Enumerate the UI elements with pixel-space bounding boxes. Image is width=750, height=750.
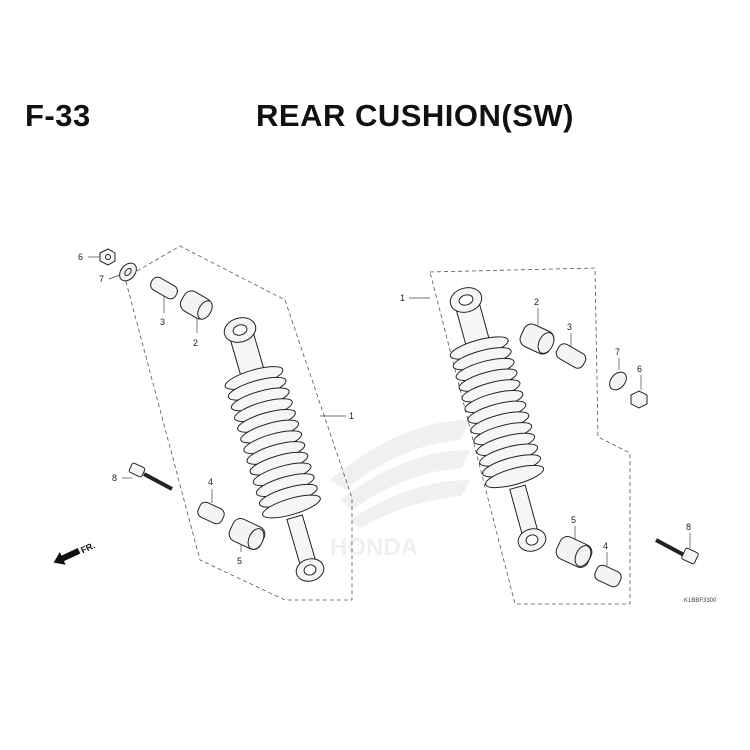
right-small-parts [519,323,699,588]
diagram-title: REAR CUSHION(SW) [256,98,574,133]
callout-right-2: 2 [534,297,539,307]
callout-left-7: 7 [99,274,104,284]
callout-right-5: 5 [571,515,576,525]
callout-left-1: 1 [349,411,354,421]
callout-left-3: 3 [160,317,165,327]
honda-watermark-text: HONDA [330,534,418,561]
collar-4-right [594,564,622,588]
callout-left-8: 8 [112,473,117,483]
callout-left-6: 6 [78,252,83,262]
diagram-code: F-33 [25,98,91,133]
collar-3 [150,276,178,300]
callout-left-2: 2 [193,338,198,348]
callout-labels: 6 7 3 2 1 8 4 5 1 2 3 7 6 5 4 8 [78,252,691,566]
bushing-5 [228,518,266,550]
bushing-2-right [519,323,555,355]
honda-wing-watermark: HONDA [330,420,470,561]
callout-right-3: 3 [567,322,572,332]
bolt-8 [128,462,173,491]
callout-left-5: 5 [237,556,242,566]
callout-right-1: 1 [400,293,405,303]
collar-3-right [555,343,587,369]
front-direction-arrow: FR. [53,540,97,565]
collar-4 [197,501,225,525]
bushing-2 [179,290,213,320]
spring-coil [485,464,545,489]
callout-leaders [88,256,691,566]
left-assembly-outline [124,245,353,601]
callout-right-8: 8 [686,522,691,532]
right-rear-shock [449,287,547,552]
diagram-reference-code: K1BBF3300 [684,598,717,604]
spring-coil [262,494,321,519]
front-direction-label: FR. [79,540,96,555]
left-rear-shock [223,317,325,582]
callout-right-6: 6 [637,364,642,374]
nut-6-right [630,390,648,409]
callout-right-4: 4 [603,541,608,551]
callout-left-4: 4 [208,477,213,487]
washer-7-right [609,371,627,391]
bolt-8-right [655,538,699,565]
callout-right-7: 7 [615,347,620,357]
left-small-parts [99,248,266,550]
bushing-5-right [555,536,593,568]
